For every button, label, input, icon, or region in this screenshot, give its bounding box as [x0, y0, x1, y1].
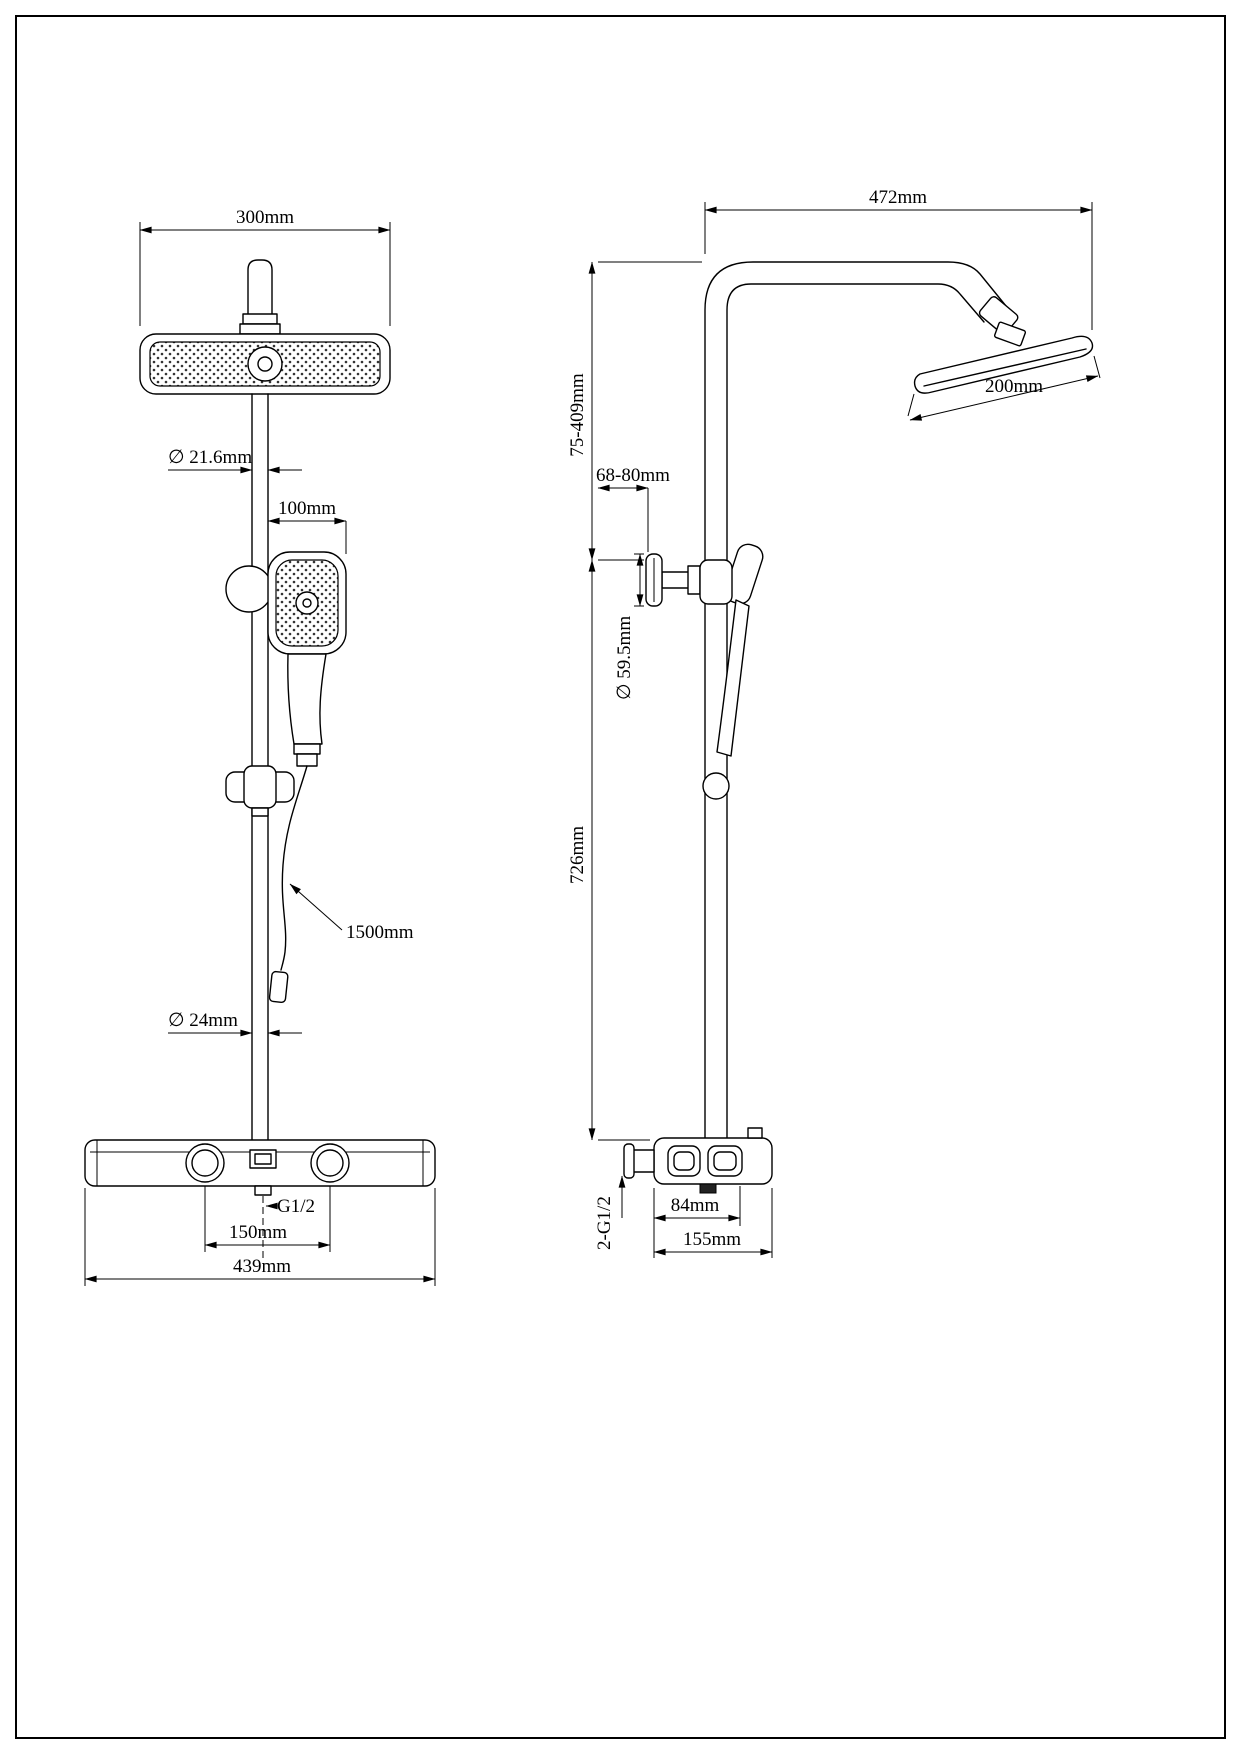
dim-upper-pipe-height: 75-409mm — [567, 261, 702, 561]
dim-label-head-width: 300mm — [236, 207, 294, 228]
mixer-body-side — [623, 1127, 773, 1194]
wall-inlet — [631, 1149, 655, 1173]
outlet-port — [254, 1185, 272, 1196]
dim-inlet-thread: 2-G1/2 — [594, 1175, 626, 1250]
hand-shower-front — [225, 551, 347, 767]
bottom-outlet — [699, 1183, 717, 1194]
dim-body-depth: 155mm — [653, 1188, 773, 1258]
dim-label-lower-pipe-height: 726mm — [567, 826, 588, 884]
dim-label-head-depth: 200mm — [985, 376, 1043, 397]
front-view: 300mm ∅ 21.6mm 100mm 1500mm ∅ 24mm — [84, 207, 436, 1286]
dim-handshower-offset: 100mm — [267, 498, 347, 554]
hand-shower-side — [716, 543, 764, 757]
dim-bar-width: 439mm — [84, 1188, 436, 1286]
dim-arm-reach: 472mm — [704, 187, 1093, 330]
holder-bracket-side — [645, 553, 733, 607]
dim-label-body-depth: 155mm — [683, 1229, 741, 1250]
dim-label-inlet-thread: 2-G1/2 — [594, 1196, 615, 1250]
dim-lower-pipe-height: 726mm — [567, 559, 650, 1141]
dim-head-width: 300mm — [139, 207, 391, 326]
sheet-border — [15, 15, 1226, 1739]
dim-label-hose-length: 1500mm — [346, 922, 414, 943]
dim-label-upper-pipe-height: 75-409mm — [567, 373, 588, 457]
dim-label-outlet-thread: G1/2 — [277, 1196, 315, 1217]
mixer-bar-front — [84, 1139, 436, 1262]
arm-connector-side — [978, 296, 1027, 347]
dim-inlet-spacing: 84mm — [653, 1186, 741, 1258]
dim-label-lower-pipe-diameter: ∅ 24mm — [168, 1010, 238, 1031]
dim-handle-spacing: 150mm — [204, 1186, 331, 1252]
dim-label-handshower-offset: 100mm — [278, 498, 336, 519]
dim-lower-pipe-diameter: ∅ 24mm — [168, 1010, 302, 1037]
dim-outlet-thread: G1/2 — [265, 1196, 315, 1217]
dim-label-bracket-diameter: ∅ 59.5mm — [614, 616, 635, 700]
slider-ball-side — [702, 772, 730, 800]
dim-label-bracket-offset: 68-80mm — [596, 465, 670, 486]
center-button — [249, 1149, 277, 1169]
dim-label-bar-width: 439mm — [233, 1256, 291, 1277]
overhead-shower-front — [139, 333, 391, 395]
dim-label-arm-reach: 472mm — [869, 187, 927, 208]
shower-hose-front — [268, 765, 308, 1004]
dim-bracket-diameter: ∅ 59.5mm — [614, 553, 644, 700]
holder-knob-front — [225, 565, 273, 613]
dim-hose-length: 1500mm — [289, 883, 414, 943]
dim-label-pipe-diameter: ∅ 21.6mm — [168, 447, 252, 468]
dim-label-inlet-spacing: 84mm — [671, 1195, 720, 1216]
dim-label-handle-spacing: 150mm — [229, 1222, 287, 1243]
dim-pipe-diameter: ∅ 21.6mm — [168, 447, 302, 474]
dim-head-depth: 200mm — [907, 355, 1101, 421]
dim-bracket-offset: 68-80mm — [596, 465, 670, 552]
riser-pipe-side — [704, 261, 1007, 1139]
side-view: 472mm 75-409mm 68-80mm ∅ 59.5mm 726mm — [567, 187, 1101, 1258]
slider-clamp-front — [225, 765, 295, 817]
